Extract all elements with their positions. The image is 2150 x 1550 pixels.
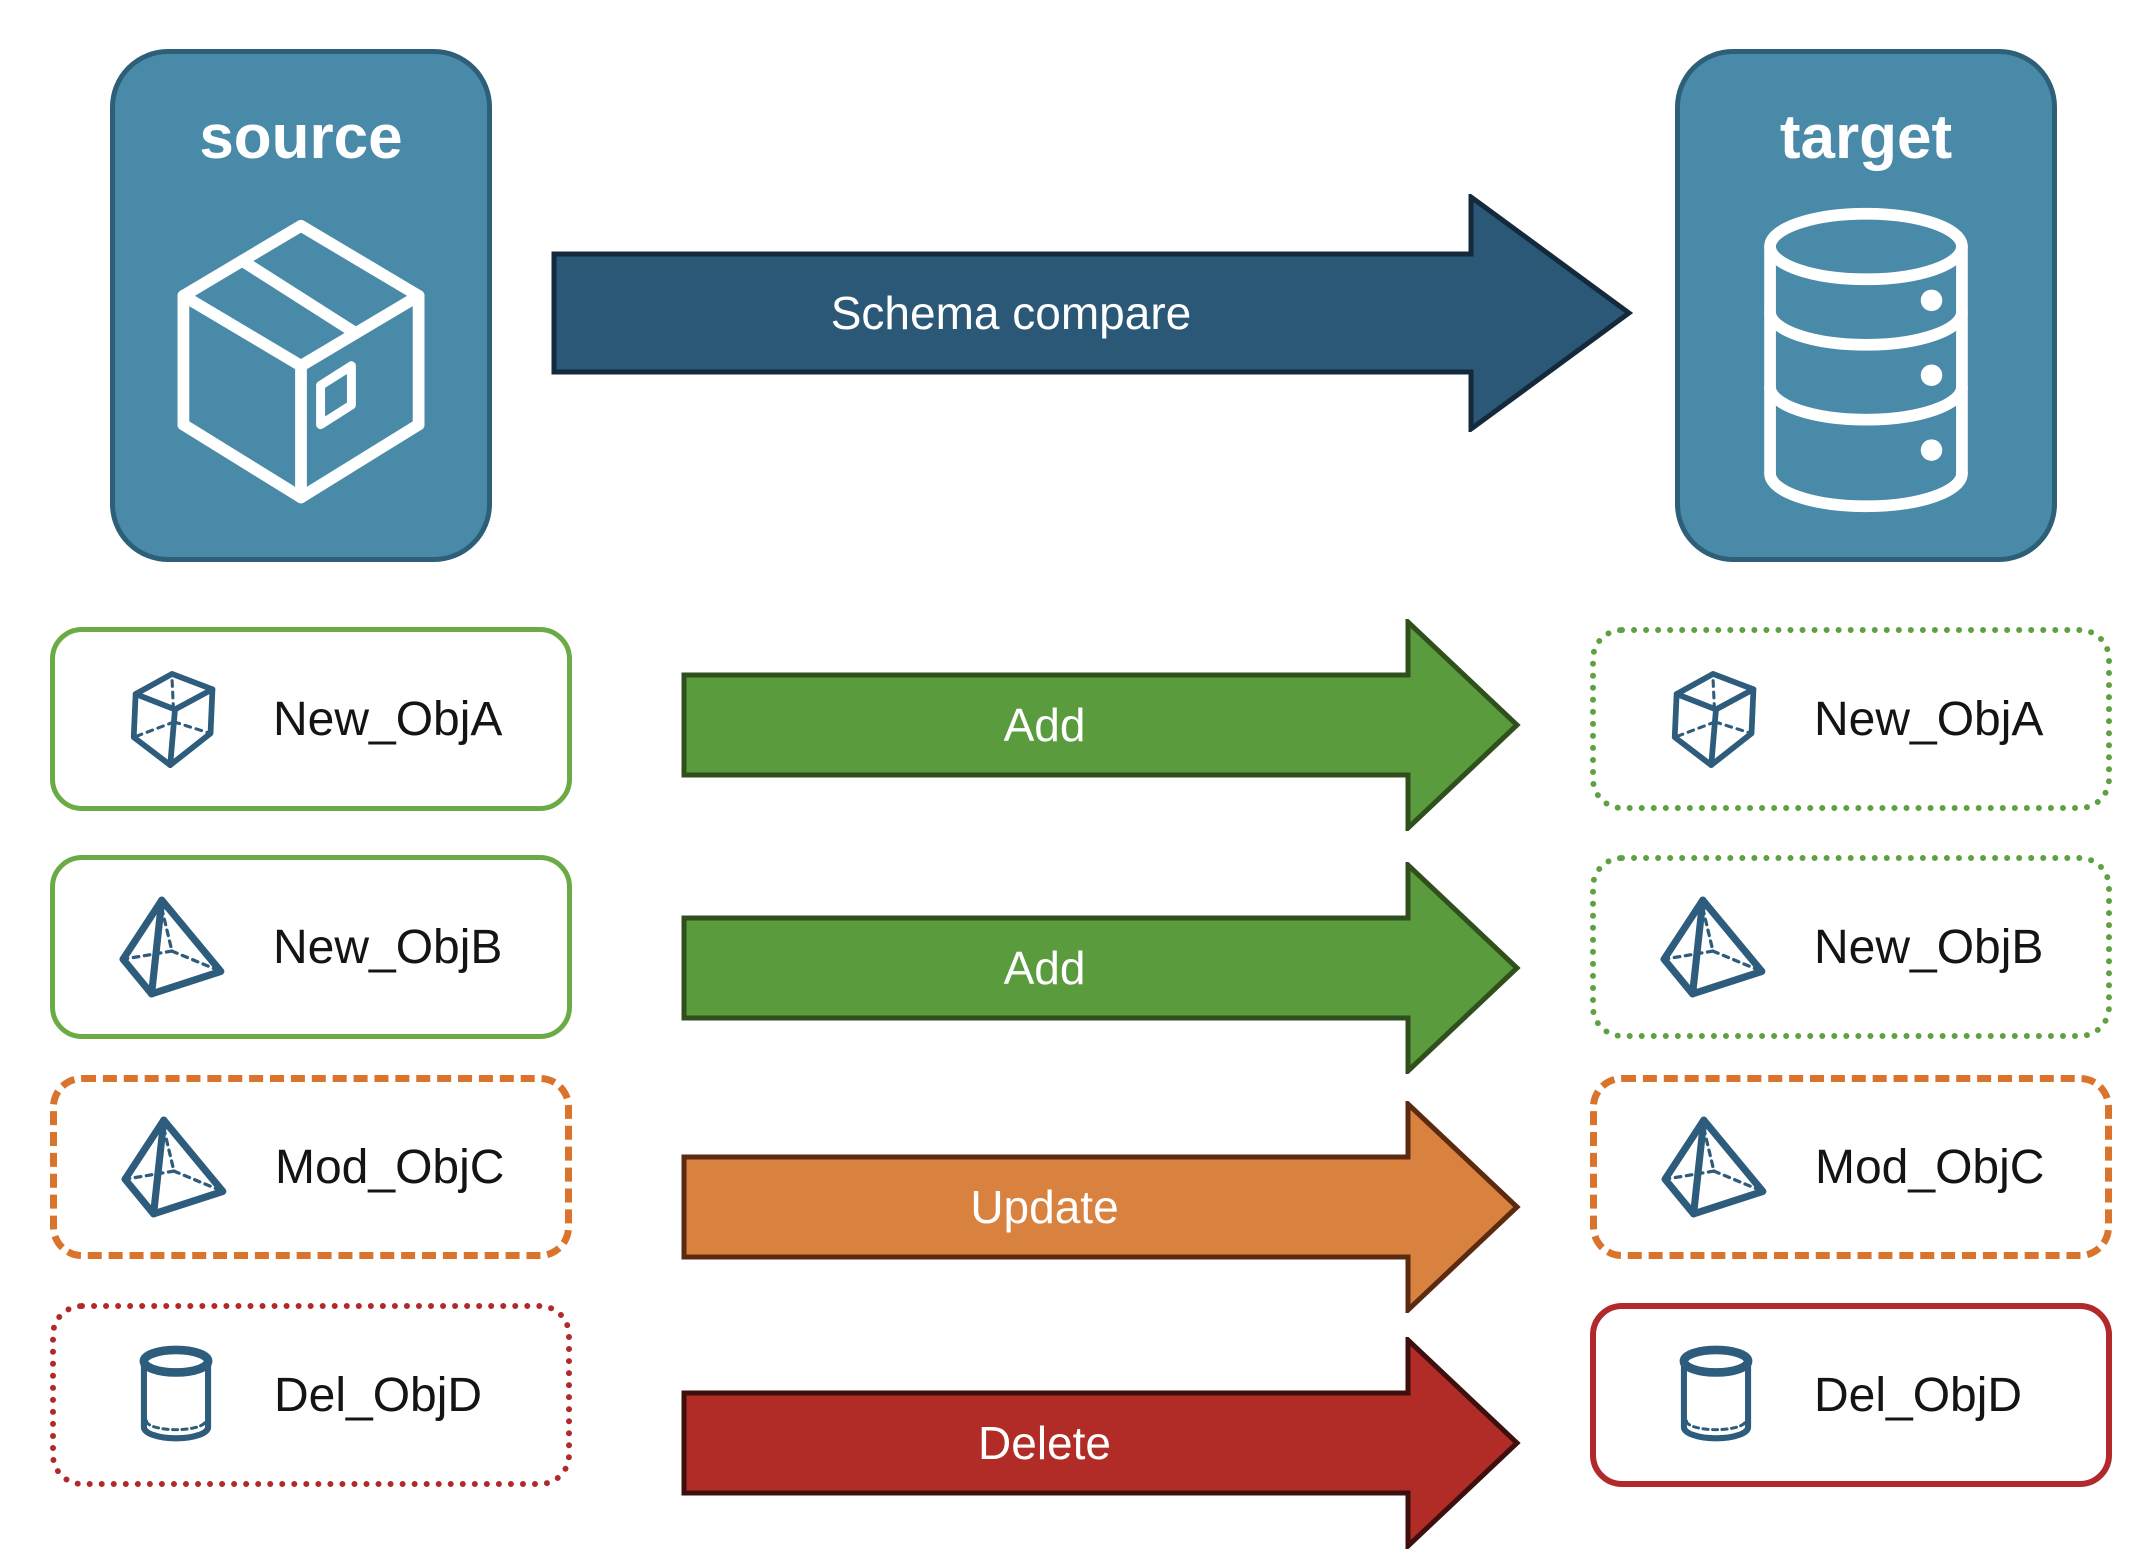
update-arrow-label: Update	[970, 1181, 1119, 1233]
add-arrow-shape	[681, 619, 1521, 831]
target-card-new-obja: New_ObjA	[1590, 627, 2112, 811]
add-arrow-row1: Add	[681, 619, 1521, 831]
cube-icon	[117, 669, 233, 770]
add-arrow-shape	[681, 862, 1521, 1074]
source-card-mod-objc: Mod_ObjC	[50, 1075, 572, 1259]
target-card-mod-objc: Mod_ObjC	[1590, 1075, 2112, 1259]
source-card-new-obja: New_ObjA	[50, 627, 572, 811]
delete-arrow-label: Delete	[978, 1417, 1111, 1469]
object-label: Mod_ObjC	[1815, 1140, 2045, 1194]
add-arrow-label: Add	[1003, 699, 1086, 751]
pyramid-icon	[119, 1116, 235, 1218]
add-arrow-label: Add	[1003, 942, 1086, 994]
pyramid-icon	[1659, 1116, 1775, 1218]
target-card-new-objb: New_ObjB	[1590, 855, 2112, 1039]
cylinder-icon	[118, 1341, 234, 1449]
source-title: source	[199, 103, 403, 172]
update-arrow-row3: Update	[681, 1101, 1521, 1313]
source-box: source	[110, 49, 492, 562]
package-icon	[115, 206, 487, 520]
schema-compare-label: Schema compare	[830, 287, 1192, 339]
object-label: Del_ObjD	[1814, 1368, 2023, 1422]
update-arrow-shape	[681, 1101, 1521, 1313]
source-card-new-objb: New_ObjB	[50, 855, 572, 1039]
database-icon	[1680, 202, 2052, 518]
pyramid-icon	[117, 896, 233, 998]
target-box: target	[1675, 49, 2057, 562]
source-card-del-objd: Del_ObjD	[50, 1303, 572, 1487]
pyramid-icon	[1658, 896, 1774, 998]
object-label: Del_ObjD	[274, 1368, 483, 1422]
delete-arrow-shape	[681, 1337, 1521, 1549]
target-title: target	[1779, 103, 1953, 172]
object-label: New_ObjA	[1814, 692, 2044, 746]
object-label: New_ObjA	[273, 692, 503, 746]
delete-arrow-row4: Delete	[681, 1337, 1521, 1549]
schema-compare-arrow-shape	[551, 194, 1633, 432]
add-arrow-row2: Add	[681, 862, 1521, 1074]
cylinder-icon	[1658, 1341, 1774, 1449]
object-label: New_ObjB	[1814, 920, 2044, 974]
cube-icon	[1658, 669, 1774, 770]
object-label: Mod_ObjC	[275, 1140, 505, 1194]
object-label: New_ObjB	[273, 920, 503, 974]
schema-compare-arrow: Schema compare	[551, 194, 1633, 432]
target-card-del-objd: Del_ObjD	[1590, 1303, 2112, 1487]
